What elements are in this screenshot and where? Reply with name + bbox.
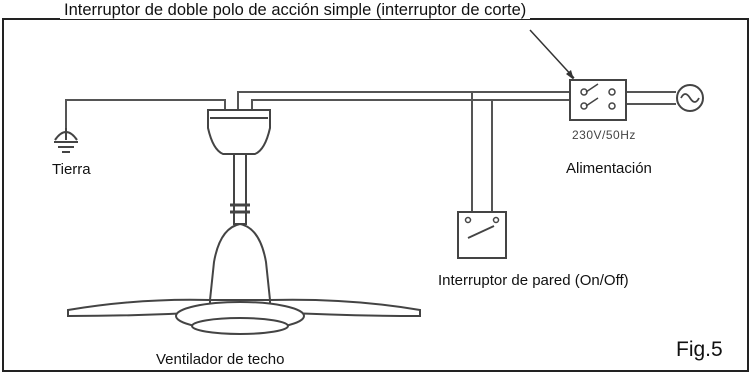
rating-label: 230V/50Hz (572, 128, 636, 142)
double-pole-isolator-switch-icon (569, 79, 627, 121)
diagram-frame (2, 18, 749, 372)
wall-switch-label: Interruptor de pared (On/Off) (438, 272, 629, 289)
figure-number: Fig.5 (676, 338, 723, 361)
ceiling-fan-label: Ventilador de techo (156, 351, 285, 368)
isolator-switch-title: Interruptor de doble polo de acción simp… (60, 2, 531, 19)
ground-wire (65, 99, 226, 128)
title-pointer-head (566, 70, 574, 80)
title-pointer (529, 29, 575, 79)
ground-symbol-icon (54, 128, 78, 153)
power-supply-label: Alimentación (566, 160, 652, 177)
wall-switch-icon (457, 211, 507, 259)
ground-label: Tierra (52, 161, 91, 178)
ac-sine-source-icon (676, 84, 704, 112)
neutral-wire-fan (251, 99, 570, 110)
ceiling-fan-icon (67, 109, 421, 335)
live-wire-fan (237, 91, 570, 110)
